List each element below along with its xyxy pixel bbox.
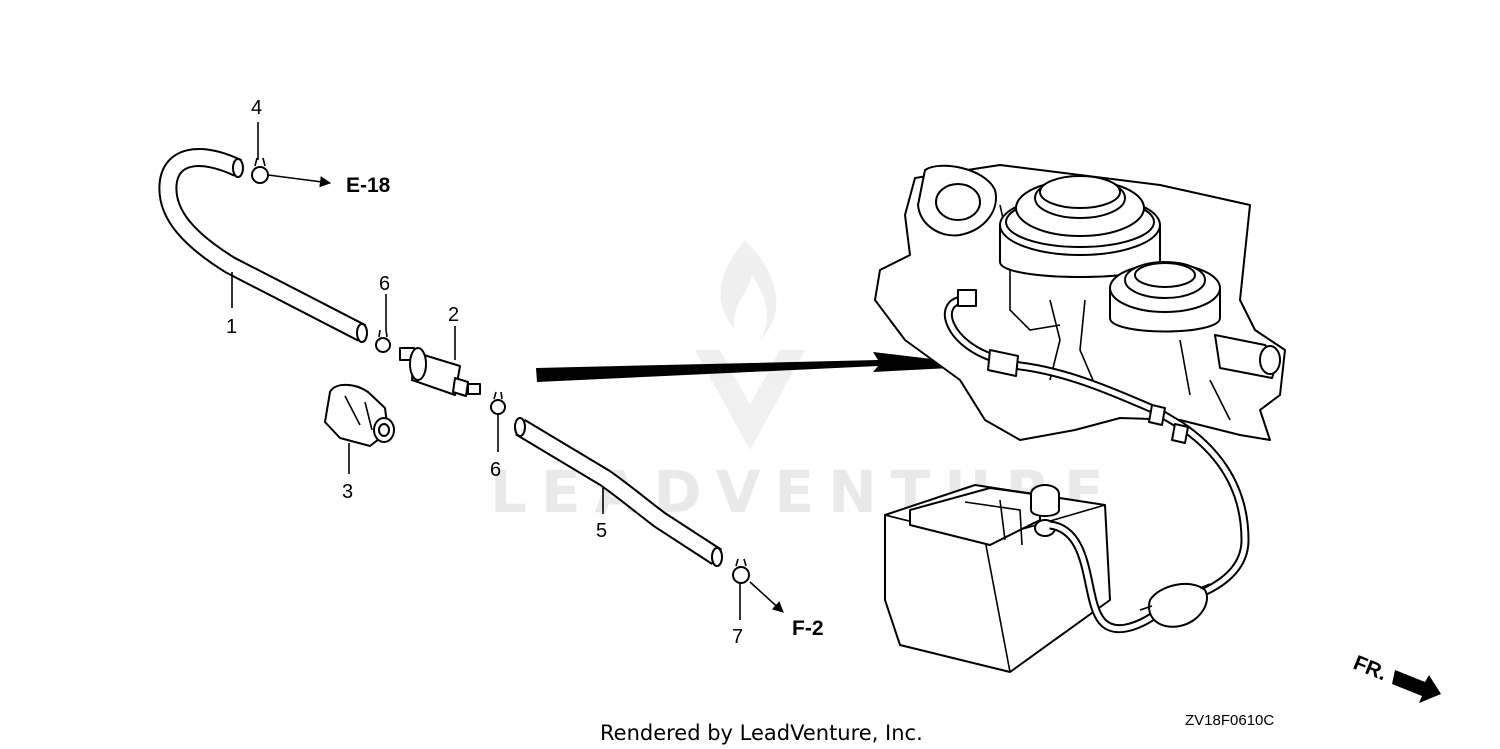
callout-7: 7 bbox=[732, 626, 743, 648]
part-1-hose bbox=[158, 148, 368, 343]
reference-e18: E-18 bbox=[346, 174, 391, 197]
watermark-logo-icon bbox=[695, 240, 805, 450]
part-6-clip-upper bbox=[375, 329, 391, 353]
location-arrow bbox=[536, 352, 990, 382]
callout-1: 1 bbox=[226, 316, 237, 338]
footer-credit: Rendered by LeadVenture, Inc. bbox=[600, 721, 923, 745]
part-7-clip bbox=[732, 558, 750, 584]
callout-6-lower: 6 bbox=[490, 459, 501, 481]
direction-label: FR. bbox=[1350, 651, 1390, 685]
reference-f2: F-2 bbox=[792, 617, 824, 640]
callout-6-upper: 6 bbox=[379, 273, 390, 295]
drawing-code: ZV18F0610C bbox=[1185, 712, 1274, 729]
part-6-clip-lower bbox=[490, 391, 506, 415]
callout-5: 5 bbox=[596, 520, 607, 542]
forward-arrow-icon bbox=[1392, 670, 1441, 703]
callout-4: 4 bbox=[251, 97, 262, 119]
part-3-cap bbox=[324, 383, 395, 447]
engine-assembly bbox=[874, 164, 1286, 610]
reference-arrow-e18 bbox=[267, 174, 332, 188]
fuel-tank bbox=[884, 484, 1211, 673]
reference-arrow-f2 bbox=[749, 581, 784, 613]
callout-3: 3 bbox=[342, 481, 353, 503]
part-4-clip bbox=[251, 157, 269, 184]
part-5-hose bbox=[514, 417, 723, 567]
callout-2: 2 bbox=[448, 304, 459, 326]
part-2-fuel-filter bbox=[399, 347, 481, 397]
direction-indicator: FR. bbox=[1350, 651, 1441, 703]
